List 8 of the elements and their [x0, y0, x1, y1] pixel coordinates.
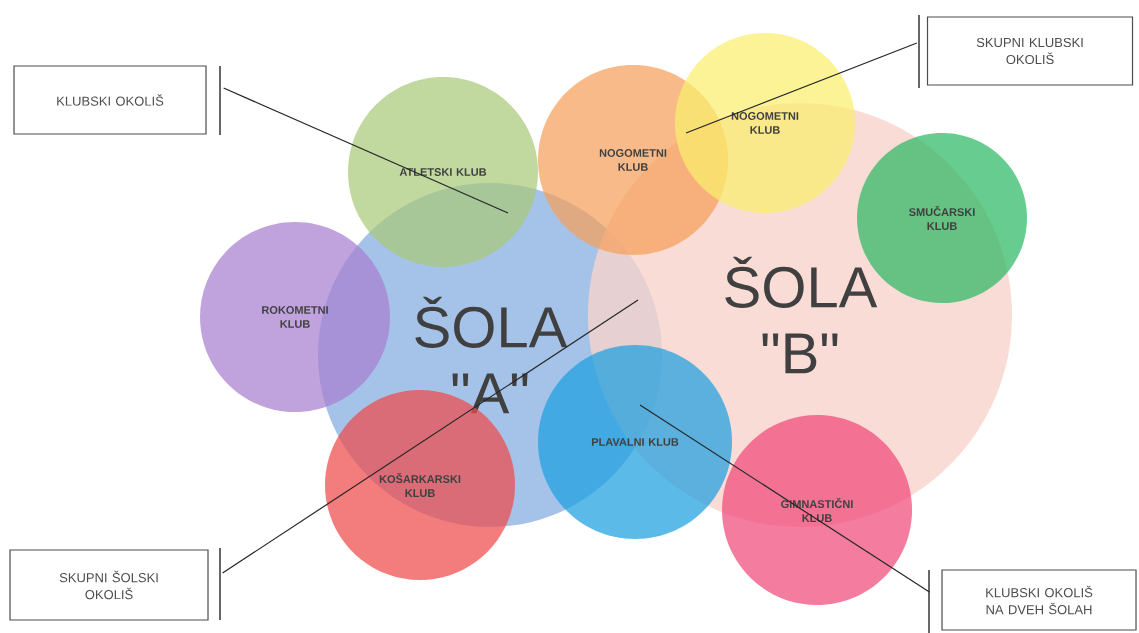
label-box: SKUPNI KLUBSKI OKOLIŠ [926, 16, 1134, 86]
label-box: KLUBSKI OKOLIŠ NA DVEH ŠOLAH [941, 569, 1137, 631]
leader-line [685, 42, 918, 134]
leader-line [222, 299, 639, 574]
leader-line [639, 404, 930, 593]
label-box: SKUPNI ŠOLSKI OKOLIŠ [9, 549, 209, 621]
label-box: KLUBSKI OKOLIŠ [13, 65, 207, 135]
leader-line [223, 87, 509, 214]
